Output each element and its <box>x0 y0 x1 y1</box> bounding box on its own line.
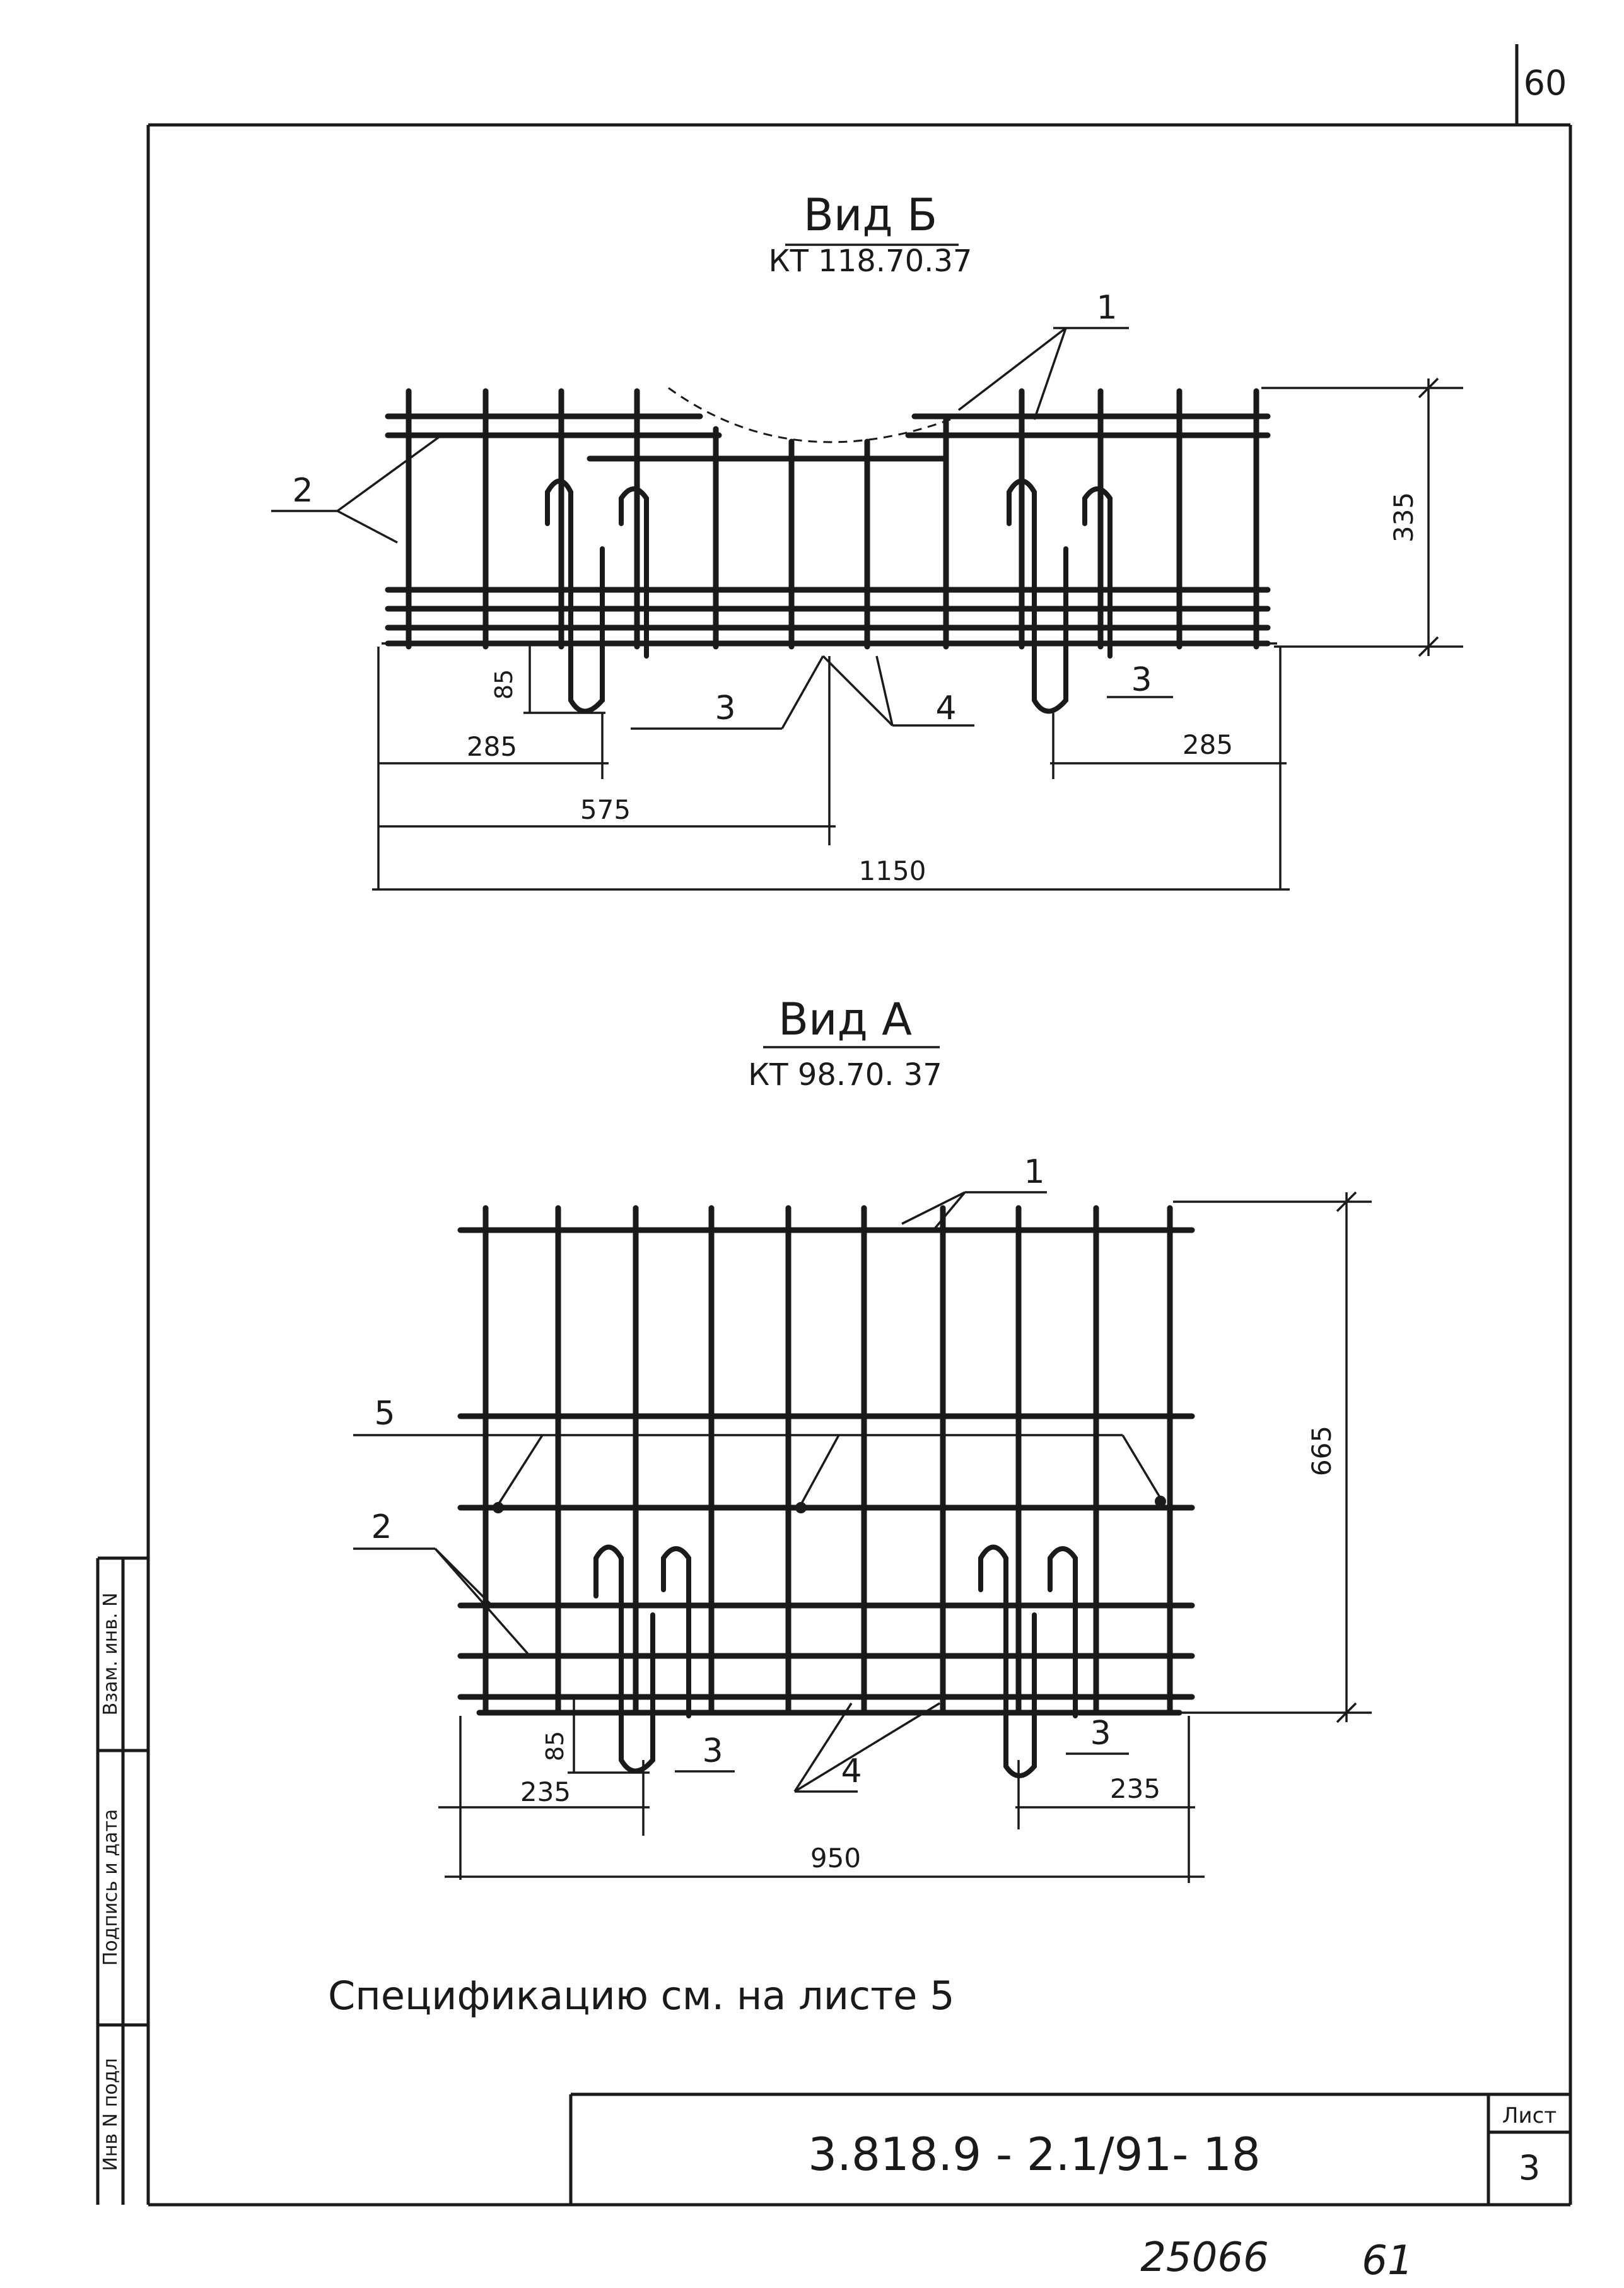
sheet-frame <box>146 44 1572 2207</box>
view-b-callout-3-right: 3 <box>1131 661 1152 699</box>
view-b-dim-85: 85 <box>490 669 518 700</box>
view-b-dim-285-right: 285 <box>1183 729 1233 760</box>
view-a-callout-4: 4 <box>841 1752 862 1790</box>
view-b-callout-4: 4 <box>935 689 956 727</box>
list-number: 3 <box>1519 2148 1540 2188</box>
drawing-designation: 3.818.9 - 2.1/91- 18 <box>808 2128 1260 2181</box>
stamp-inv-podl: Инв N подл <box>100 2058 122 2171</box>
view-a-dim-85: 85 <box>541 1731 569 1761</box>
view-a-callout-1: 1 <box>1024 1153 1044 1191</box>
view-a-callout-3-right: 3 <box>1090 1715 1111 1752</box>
stamp-podpis-data: Подпись и дата <box>100 1809 122 1966</box>
view-a-dim-235-left: 235 <box>520 1776 571 1807</box>
view-a-dim-665: 665 <box>1306 1426 1337 1476</box>
view-a-cage <box>457 1205 1195 1778</box>
corner-sheet-number: 60 <box>1524 63 1567 103</box>
view-b-callout-3-left: 3 <box>715 689 735 727</box>
view-a-dimension-lines <box>438 1191 1372 1883</box>
view-b-leaders <box>271 327 1173 730</box>
page-number: 61 <box>1362 2238 1413 2284</box>
side-stamp <box>96 1556 148 2205</box>
view-b-callout-1: 1 <box>1096 289 1117 327</box>
specification-note: Спецификацию см. на листе 5 <box>328 1973 955 2019</box>
view-a-subtitle: КТ 98.70. 37 <box>748 1057 942 1093</box>
view-b-dim-335: 335 <box>1388 492 1419 543</box>
view-a-title: Вид А <box>778 994 912 1045</box>
archive-number: 25066 <box>1140 2234 1269 2281</box>
list-label: Лист <box>1502 2103 1557 2128</box>
view-a-dim-235-right: 235 <box>1110 1773 1160 1804</box>
view-b-dim-285-left: 285 <box>467 731 517 762</box>
stamp-vzam-inv: Взам. инв. N <box>100 1593 122 1716</box>
view-a-dim-950: 950 <box>810 1843 861 1874</box>
view-b-dimension-lines <box>372 377 1463 891</box>
title-block <box>569 2092 1570 2205</box>
view-b-callout-2: 2 <box>292 472 313 510</box>
view-a-callout-5: 5 <box>374 1395 395 1433</box>
view-a-callout-2: 2 <box>371 1508 392 1546</box>
view-b-dim-1150: 1150 <box>859 855 926 886</box>
view-b-subtitle: КТ 118.70.37 <box>769 243 973 279</box>
view-b-dim-575: 575 <box>580 794 631 825</box>
view-a-callout-3-left: 3 <box>702 1732 723 1770</box>
view-b-cage <box>382 387 1277 714</box>
view-a-leaders <box>353 1191 1162 1793</box>
view-b-title: Вид Б <box>803 189 937 241</box>
